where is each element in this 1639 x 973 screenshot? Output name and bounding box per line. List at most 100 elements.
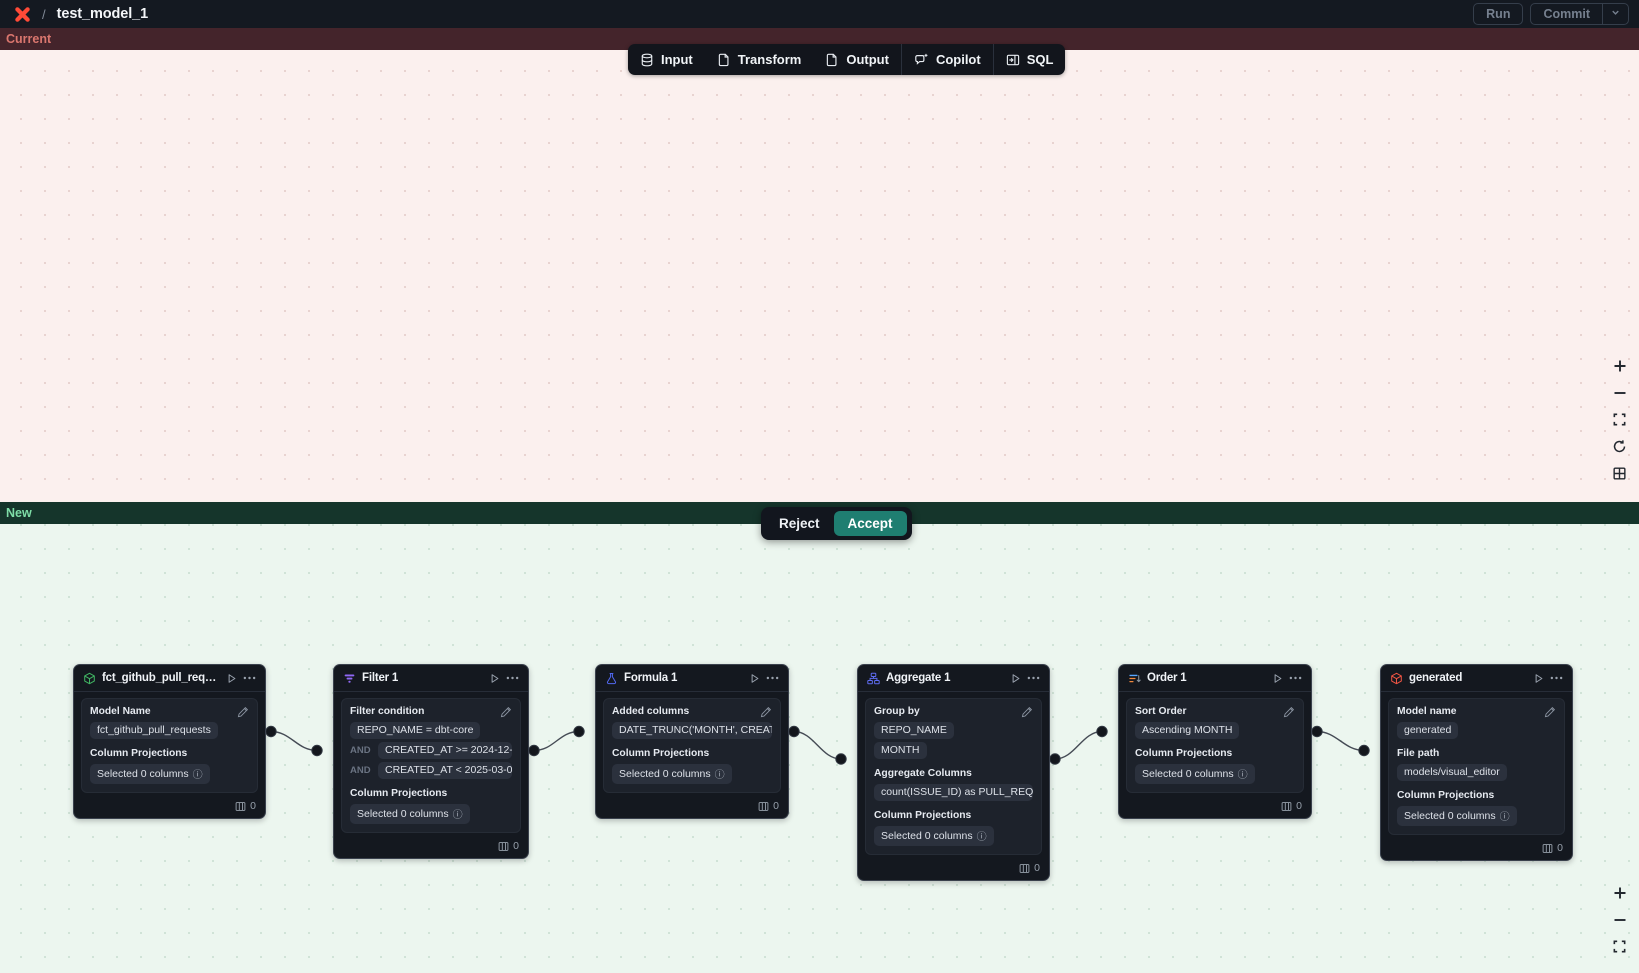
reject-button[interactable]: Reject [767,516,832,531]
node-title: fct_github_pull_requests [102,672,220,684]
node-menu-icon[interactable] [1289,676,1302,680]
columns-icon [498,841,509,852]
node-run-icon[interactable] [1533,673,1544,684]
node-header: Filter 1 [334,665,528,692]
node-menu-icon[interactable] [1027,676,1040,680]
section-label: Group by [874,706,920,717]
current-canvas-controls [1611,357,1628,482]
pill-row: models/visual_editor [1397,764,1556,781]
edit-icon[interactable] [1283,706,1295,718]
section-label: Column Projections [1135,748,1233,759]
node-menu-icon[interactable] [766,676,779,680]
commit-button[interactable]: Commit [1531,4,1602,24]
toolbar-item-sql[interactable]: SQL [994,44,1066,75]
info-icon[interactable]: ⓘ [1499,812,1510,823]
file-icon [825,53,839,67]
toolbar-item-output[interactable]: Output [813,44,901,75]
edit-icon[interactable] [237,706,249,718]
value-pill[interactable]: models/visual_editor [1397,764,1507,781]
accept-button[interactable]: Accept [833,511,907,536]
node-run-icon[interactable] [489,673,500,684]
value-pill[interactable]: count(ISSUE_ID) as PULL_REQUEST_… [874,784,1033,801]
dbt-logo-icon[interactable] [14,6,31,23]
value-pill[interactable]: DATE_TRUNC('MONTH', CREATED_AT… [612,722,772,739]
pipeline-node[interactable]: fct_github_pull_requests Model Namefct_g… [73,664,266,819]
zoom-out-button[interactable] [1611,384,1628,401]
value-pill[interactable]: MONTH [874,742,927,759]
zoom-in-button[interactable] [1611,884,1628,901]
edit-icon[interactable] [1021,706,1033,718]
commit-chevron-button[interactable] [1602,4,1628,24]
value-pill[interactable]: generated [1397,722,1459,739]
boolean-operator: AND [350,745,371,756]
toolbar-item-transform[interactable]: Transform [705,44,814,75]
current-canvas[interactable] [0,50,1639,502]
fit-view-button[interactable] [1611,411,1628,428]
run-button[interactable]: Run [1473,3,1524,25]
edit-icon[interactable] [760,706,772,718]
pipeline-node[interactable]: Aggregate 1 Group by REPO_NAME MONTH Aggreg… [857,664,1050,881]
grid-view-button[interactable] [1611,465,1628,482]
new-canvas-controls [1611,884,1628,955]
node-run-icon[interactable] [1272,673,1283,684]
node-menu-icon[interactable] [243,676,256,680]
value-pill[interactable]: REPO_NAME = dbt-core [350,722,481,739]
node-run-icon[interactable] [749,673,760,684]
node-menu-icon[interactable] [1550,676,1563,680]
node-type-icon [605,672,618,685]
toolbar-item-input[interactable]: Input [628,44,705,75]
value-pill[interactable]: Ascending MONTH [1135,722,1240,739]
info-icon[interactable]: ⓘ [1237,770,1248,781]
toolbar-item-label: Output [846,52,889,67]
zoom-in-button[interactable] [1611,357,1628,374]
pill-row: count(ISSUE_ID) as PULL_REQUEST_… [874,784,1033,801]
edit-icon[interactable] [500,706,512,718]
column-count: 0 [513,840,519,852]
info-icon[interactable]: ⓘ [714,770,725,781]
column-count: 0 [250,800,256,812]
node-title: Order 1 [1147,672,1187,684]
info-icon[interactable]: ⓘ [976,832,987,843]
value-pill[interactable]: CREATED_AT < 2025-03-01 [378,762,512,779]
value-pill[interactable]: REPO_NAME [874,722,954,739]
copilot-icon [914,53,929,67]
columns-icon [1281,801,1292,812]
section-label: Aggregate Columns [874,768,972,779]
value-pill[interactable]: fct_github_pull_requests [90,722,218,739]
info-icon[interactable]: ⓘ [452,810,463,821]
fit-view-button[interactable] [1611,938,1628,955]
value-pill[interactable]: CREATED_AT >= 2024-12-01 [378,742,512,759]
columns-icon [235,801,246,812]
edit-icon[interactable] [1544,706,1556,718]
node-run-icon[interactable] [226,673,237,684]
reset-view-button[interactable] [1611,438,1628,455]
columns-icon [1019,863,1030,874]
node-title: Aggregate 1 [886,672,951,684]
info-icon[interactable]: ⓘ [192,770,203,781]
toolbar-item-copilot[interactable]: Copilot [902,44,993,75]
node-body: Group by REPO_NAME MONTH Aggregate Columns c… [865,698,1042,855]
column-count: 0 [1557,842,1563,854]
node-run-icon[interactable] [1010,673,1021,684]
section-label: Column Projections [874,810,972,821]
node-menu-icon[interactable] [506,676,519,680]
columns-icon [1542,843,1553,854]
node-footer: 0 [74,797,265,818]
breadcrumb-separator: / [42,6,46,22]
zoom-out-button[interactable] [1611,911,1628,928]
